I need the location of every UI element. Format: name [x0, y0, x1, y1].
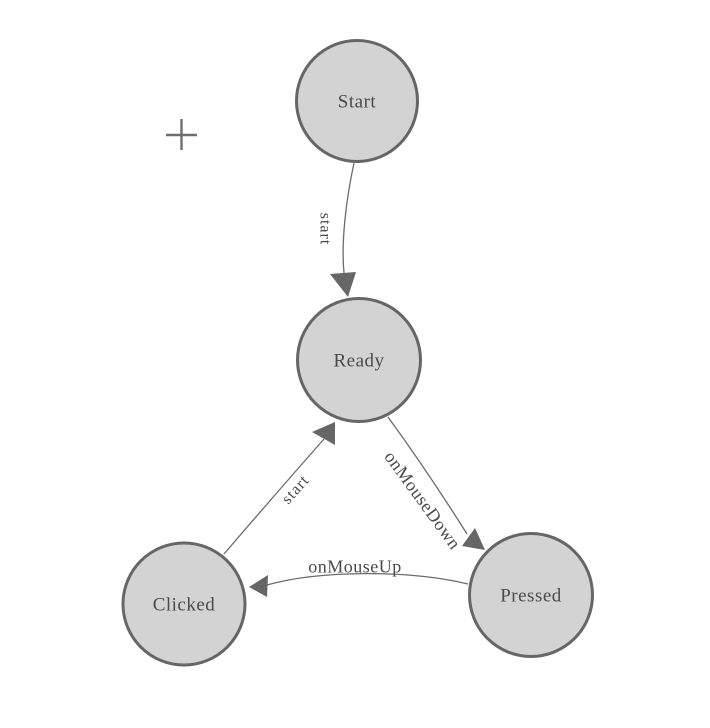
transition-clicked-to-ready[interactable]: start — [223, 422, 335, 555]
edge-label: start — [316, 213, 333, 246]
arrowhead-icon — [462, 528, 485, 550]
arrowhead-icon — [330, 272, 356, 297]
edge-label: onMouseDown — [380, 447, 465, 553]
state-node-pressed[interactable]: Pressed — [468, 532, 594, 658]
transition-start-to-ready[interactable]: start — [316, 162, 356, 297]
edge-path[interactable] — [223, 438, 325, 555]
edge-label: start — [279, 472, 313, 508]
state-node-start[interactable]: Start — [295, 39, 419, 163]
state-label: Ready — [333, 351, 384, 372]
transition-pressed-to-clicked[interactable]: onMouseUp — [249, 556, 469, 597]
state-label: Pressed — [500, 586, 562, 607]
state-label: Clicked — [153, 595, 216, 616]
state-circle[interactable] — [121, 541, 247, 667]
transition-ready-to-pressed[interactable]: onMouseDown — [380, 416, 485, 553]
edge-path[interactable] — [266, 572, 469, 586]
edge-label: onMouseUp — [308, 556, 402, 576]
state-circle[interactable] — [295, 39, 419, 163]
edge-path[interactable] — [387, 416, 468, 535]
crosshair-icon — [166, 119, 197, 150]
edge-path[interactable] — [342, 162, 355, 274]
state-label: Start — [338, 92, 377, 113]
state-node-clicked[interactable]: Clicked — [121, 541, 247, 667]
arrowhead-icon — [312, 422, 335, 445]
state-circle[interactable] — [296, 297, 422, 423]
arrowhead-icon — [249, 575, 268, 597]
state-circle[interactable] — [468, 532, 594, 658]
state-node-ready[interactable]: Ready — [296, 297, 422, 423]
